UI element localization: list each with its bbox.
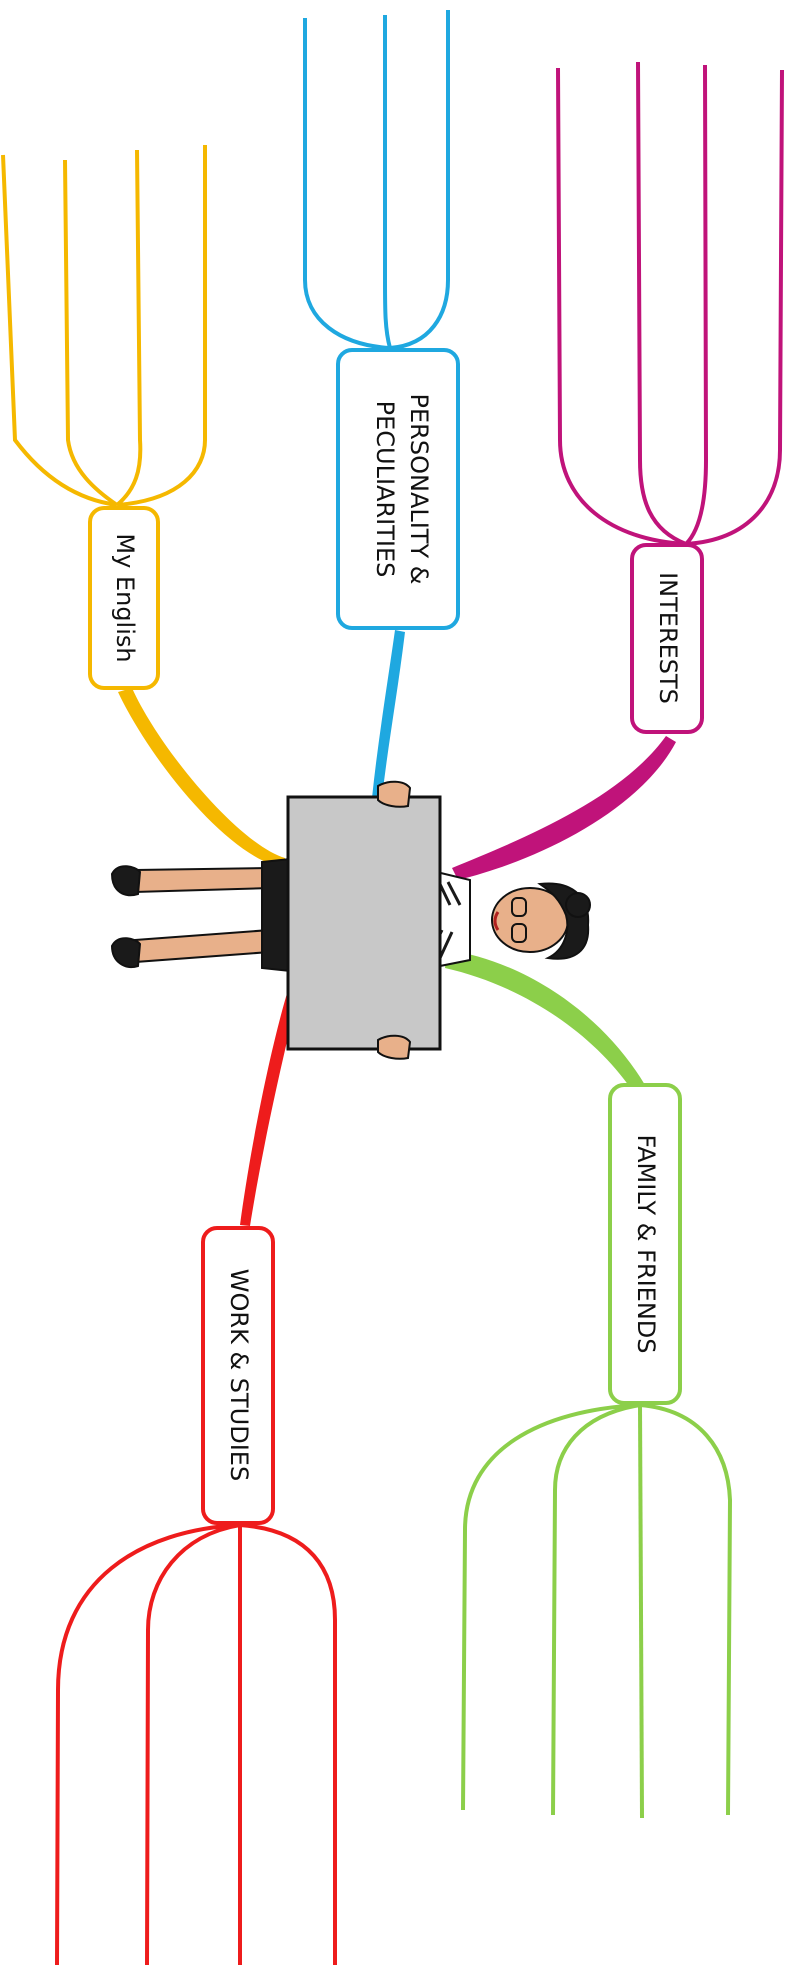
subbranch-line	[461, 1403, 641, 1811]
subbranch-line	[556, 67, 687, 546]
topic-box	[88, 506, 160, 690]
subbranch-line	[116, 145, 207, 507]
topic-work-studies[interactable]: WORK & STUDIES	[201, 1226, 275, 1525]
left-shoe	[110, 865, 142, 897]
topic-box	[201, 1226, 275, 1525]
topic-my-english[interactable]: My English	[88, 506, 160, 690]
topic-box	[336, 348, 460, 630]
legs	[110, 856, 301, 974]
topic-label: INTERESTS	[654, 572, 682, 704]
hands	[377, 780, 412, 1060]
subbranch-line	[639, 1403, 733, 1816]
subbranch-line	[145, 1523, 241, 1966]
topic-label: FAMILY & FRIENDS	[632, 1134, 660, 1353]
subbranch-line	[685, 69, 784, 546]
connector-interests	[452, 736, 676, 880]
head	[491, 882, 591, 960]
topic-label: WORK & STUDIES	[225, 1269, 253, 1481]
subbranches-my-english	[1, 145, 207, 507]
subbranch-line	[383, 15, 392, 349]
main-connectors	[118, 630, 676, 1226]
subbranches-work-studies	[55, 1523, 337, 1966]
topic-interests[interactable]: INTERESTS	[630, 543, 704, 734]
subbranch-line	[303, 18, 391, 350]
subbranch-line	[55, 1523, 241, 1966]
glasses	[511, 897, 527, 917]
subbranches-personality	[303, 10, 450, 350]
subbranch-line	[389, 10, 450, 350]
blank-sign	[286, 795, 442, 1051]
subbranches-family-friends	[461, 1403, 733, 1819]
subbranch-line	[684, 64, 709, 546]
connector-my-english	[118, 688, 285, 868]
subbranch-line	[115, 149, 143, 507]
topic-label-line-1: PERSONALITY &	[405, 394, 433, 585]
topic-box	[608, 1083, 682, 1405]
topic-label-line-2: PECULIARITIES	[371, 401, 399, 578]
subbranch-line	[63, 159, 119, 507]
connector-personality	[372, 630, 405, 798]
hand-top	[377, 780, 412, 808]
hair-bun	[565, 892, 591, 918]
subbranch-line	[638, 1404, 644, 1819]
central-image	[110, 780, 591, 1060]
subbranches-interests	[556, 61, 784, 546]
topic-label: My English	[111, 533, 139, 662]
subbranch-line	[239, 1523, 337, 1965]
hand-bottom	[377, 1034, 412, 1060]
subbranch-line	[1, 154, 118, 507]
connector-family-friends	[445, 950, 645, 1090]
topic-family-friends[interactable]: FAMILY & FRIENDS	[608, 1083, 682, 1405]
right-shoe	[110, 937, 142, 968]
topic-personality[interactable]: PERSONALITY & PECULIARITIES	[336, 348, 460, 630]
connector-work-studies	[240, 990, 298, 1226]
topic-box	[630, 543, 704, 734]
subbranch-line	[636, 61, 687, 546]
subbranch-line	[551, 1403, 641, 1816]
